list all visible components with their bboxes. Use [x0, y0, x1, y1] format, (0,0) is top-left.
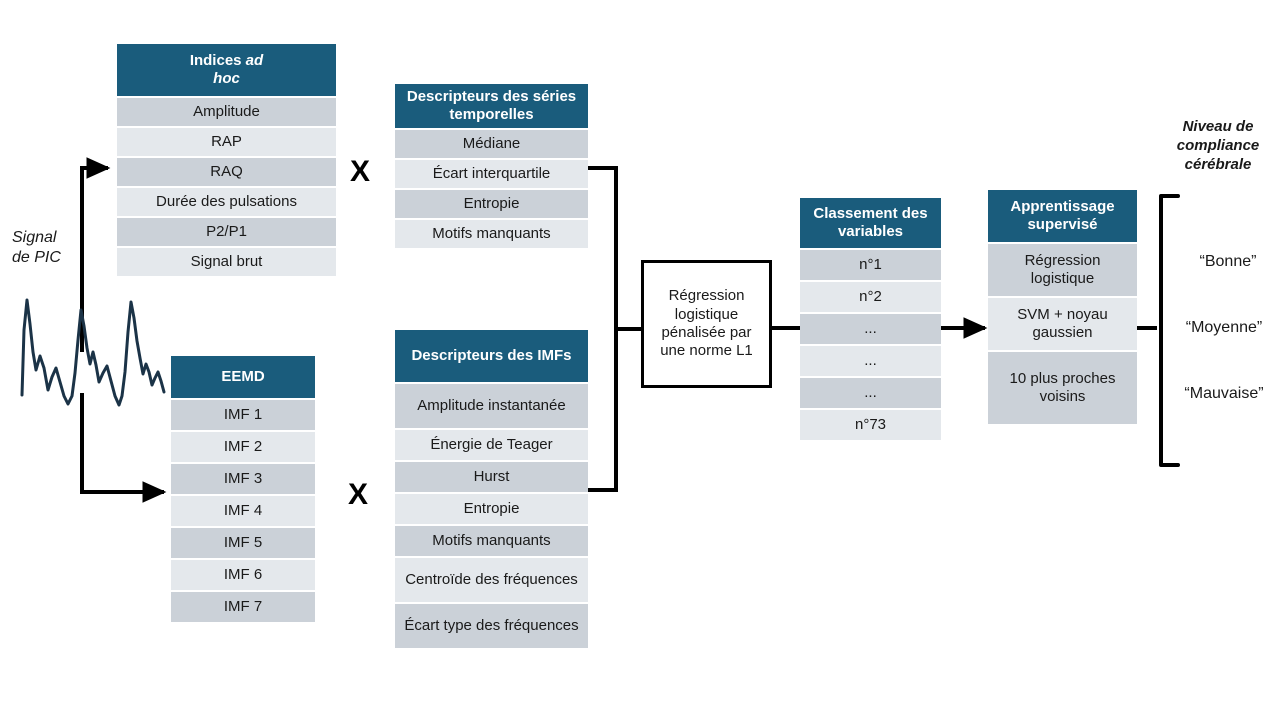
table-row[interactable]: RAQ — [117, 158, 336, 186]
table-row[interactable]: n°1 — [800, 250, 941, 280]
multiply-symbol-top: X — [350, 155, 371, 188]
table-row[interactable]: IMF 1 — [171, 400, 315, 430]
outcome-class-mauvaise: “Mauvaise” — [1184, 385, 1264, 402]
bracket-descriptors-to-regression — [588, 166, 641, 492]
table-row[interactable]: Durée des pulsations — [117, 188, 336, 216]
table-descripteurs-imfs-header: Descripteurs des IMFs — [395, 330, 588, 382]
indices-header-italic-ad: ad — [245, 52, 264, 69]
table-row[interactable]: IMF 3 — [171, 464, 315, 494]
signal-label-line2: de PIC — [12, 249, 61, 266]
table-row[interactable]: Médiane — [395, 130, 588, 158]
table-indices-ad-hoc-header: Indices ad hoc — [117, 44, 336, 96]
table-eemd: EEMD IMF 1 IMF 2 IMF 3 IMF 4 IMF 5 IMF 6… — [171, 356, 315, 622]
table-eemd-header: EEMD — [171, 356, 315, 398]
table-apprentissage-header: Apprentissage supervisé — [988, 190, 1137, 242]
table-row[interactable]: ... — [800, 346, 941, 376]
table-row[interactable]: ... — [800, 378, 941, 408]
table-descripteurs-series-temporelles: Descripteurs des séries temporelles Médi… — [395, 84, 588, 248]
table-row[interactable]: ... — [800, 314, 941, 344]
table-row[interactable]: Motifs manquants — [395, 526, 588, 556]
table-row[interactable]: Hurst — [395, 462, 588, 492]
table-classement-des-variables: Classement des variables n°1 n°2 ... ...… — [800, 198, 941, 440]
signal-label-line1: Signal — [12, 229, 57, 246]
table-row[interactable]: IMF 2 — [171, 432, 315, 462]
arrow-signal-to-eemd — [80, 393, 167, 503]
table-row[interactable]: Amplitude instantanée — [395, 384, 588, 428]
table-row[interactable]: Motifs manquants — [395, 220, 588, 248]
table-row[interactable]: RAP — [117, 128, 336, 156]
table-row[interactable]: 10 plus proches voisins — [988, 352, 1137, 424]
table-row[interactable]: IMF 6 — [171, 560, 315, 590]
outcome-class-bonne: “Bonne” — [1199, 253, 1257, 270]
table-classement-header: Classement des variables — [800, 198, 941, 248]
table-descripteurs-imfs: Descripteurs des IMFs Amplitude instanta… — [395, 330, 588, 648]
signal-label: Signal de PIC — [12, 228, 90, 268]
table-apprentissage-supervise: Apprentissage supervisé Régression logis… — [988, 190, 1137, 424]
table-row[interactable]: Amplitude — [117, 98, 336, 126]
table-row[interactable]: n°73 — [800, 410, 941, 440]
table-row[interactable]: Entropie — [395, 494, 588, 524]
table-row[interactable]: n°2 — [800, 282, 941, 312]
table-row[interactable]: Entropie — [395, 190, 588, 218]
table-row[interactable]: Signal brut — [117, 248, 336, 276]
table-descripteurs-series-header: Descripteurs des séries temporelles — [395, 84, 588, 128]
outcome-class-moyenne: “Moyenne” — [1185, 319, 1263, 336]
icp-signal-waveform — [20, 298, 166, 407]
table-row[interactable]: Régression logistique — [988, 244, 1137, 296]
table-row[interactable]: Écart type des fréquences — [395, 604, 588, 648]
table-row[interactable]: IMF 4 — [171, 496, 315, 526]
multiply-symbol-bottom: X — [348, 478, 369, 511]
indices-header-italic-hoc: hoc — [213, 70, 240, 87]
table-row[interactable]: Énergie de Teager — [395, 430, 588, 460]
table-row[interactable]: SVM + noyau gaussien — [988, 298, 1137, 350]
table-row[interactable]: P2/P1 — [117, 218, 336, 246]
indices-header-text: Indices — [189, 52, 246, 69]
table-row[interactable]: IMF 7 — [171, 592, 315, 622]
table-row[interactable]: Écart interquartile — [395, 160, 588, 188]
table-row[interactable]: Centroïde des fréquences — [395, 558, 588, 602]
outcome-title: Niveau de compliance cérébrale — [1176, 118, 1260, 173]
table-indices-ad-hoc: Indices ad hoc Amplitude RAP RAQ Durée d… — [117, 44, 336, 276]
table-row[interactable]: IMF 5 — [171, 528, 315, 558]
regression-penalized-box[interactable]: Régression logistique pénalisée par une … — [641, 260, 772, 388]
